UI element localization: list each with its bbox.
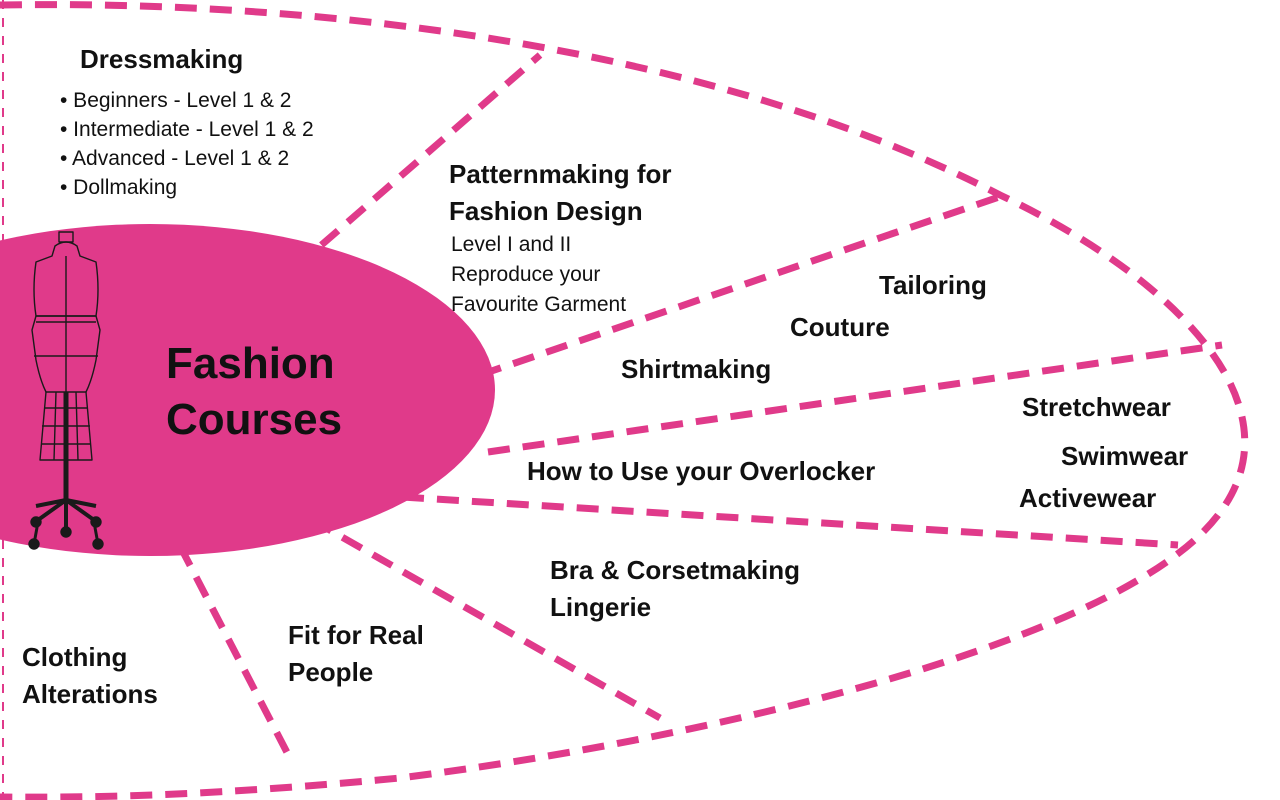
couture-label[interactable]: Couture (790, 312, 890, 342)
spoke-tailoring (487, 341, 1223, 456)
fit-label-line1[interactable]: Fit for Real (288, 620, 424, 650)
dressmaking-item[interactable]: • Beginners - Level 1 & 2 (60, 89, 292, 112)
swimwear-label[interactable]: Swimwear (1061, 441, 1189, 471)
outer-boundary (0, 1, 1249, 800)
spoke-stretchwear (401, 493, 1179, 549)
spoke-patternmaking (478, 192, 1004, 379)
center-hub (0, 224, 495, 556)
lingerie-label[interactable]: Lingerie (550, 592, 652, 622)
dressmaking-item[interactable]: • Intermediate - Level 1 & 2 (60, 118, 314, 141)
fit-label-line2[interactable]: People (288, 657, 374, 687)
patternmaking-title-line1[interactable]: Patternmaking for (449, 159, 672, 189)
alterations-label-line2[interactable]: Alterations (22, 679, 158, 709)
tailoring-label[interactable]: Tailoring (879, 270, 987, 300)
stretchwear-label[interactable]: Stretchwear (1022, 392, 1171, 422)
dressmaking-item[interactable]: • Advanced - Level 1 & 2 (60, 147, 290, 170)
dressmaking-list: • Beginners - Level 1 & 2 • Intermediate… (60, 86, 314, 202)
center-title-line1: Fashion (166, 339, 335, 388)
dressmaking-item[interactable]: • Dollmaking (60, 176, 178, 199)
spoke-dressmaking (292, 52, 543, 271)
center-title-line2: Courses (166, 395, 343, 444)
dressmaking-title[interactable]: Dressmaking (80, 44, 244, 74)
patternmaking-sub-garment[interactable]: Favourite Garment (451, 293, 627, 316)
overlocker-label[interactable]: How to Use your Overlocker (527, 456, 876, 486)
center-title: Fashion Courses (166, 336, 342, 448)
shirtmaking-label[interactable]: Shirtmaking (621, 354, 772, 384)
activewear-label[interactable]: Activewear (1019, 483, 1157, 513)
dress-form-icon (28, 231, 104, 550)
alterations-label-line1[interactable]: Clothing (22, 642, 128, 672)
patternmaking-sub-reproduce[interactable]: Reproduce your (451, 263, 601, 286)
bra-corsetmaking-label[interactable]: Bra & Corsetmaking (550, 555, 800, 585)
patternmaking-sub-level[interactable]: Level I and II (451, 233, 572, 256)
patternmaking-title-line2[interactable]: Fashion Design (449, 196, 643, 226)
spoke-bra (310, 516, 662, 722)
spoke-fit (176, 544, 296, 764)
